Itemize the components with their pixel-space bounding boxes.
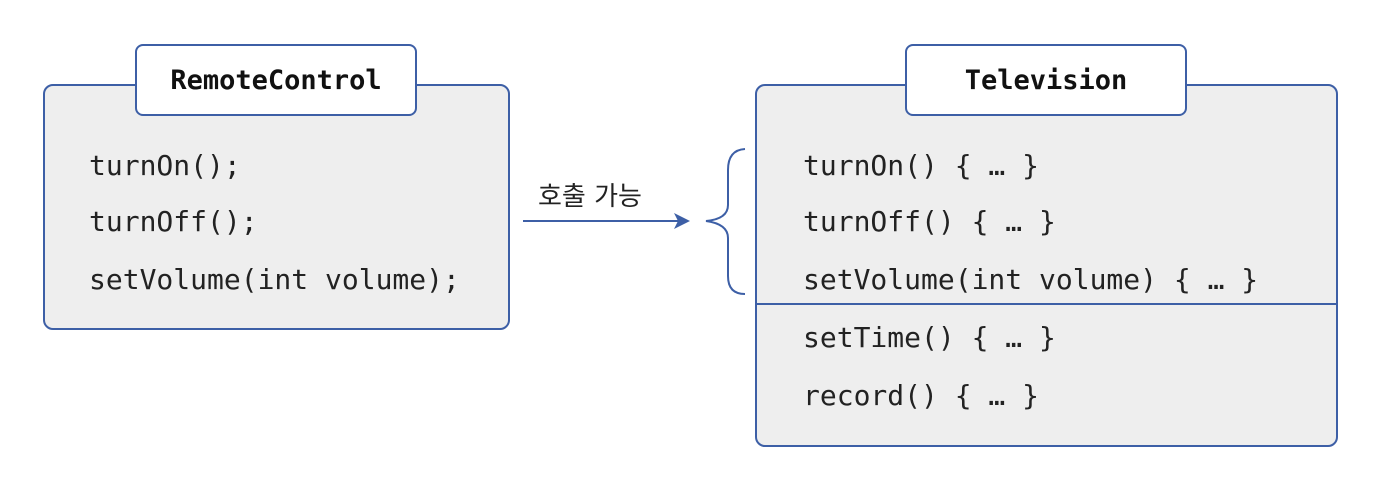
tv-method-turn-off: turnOff() { … } <box>803 205 1056 238</box>
arrow-head <box>674 213 690 229</box>
remote-method-turn-off: turnOff(); <box>89 205 258 238</box>
remote-control-title: RemoteControl <box>135 44 417 116</box>
curly-brace <box>705 148 746 295</box>
television-box: turnOn() { … } turnOff() { … } setVolume… <box>755 84 1338 447</box>
remote-method-set-volume: setVolume(int volume); <box>89 263 460 296</box>
remote-control-box: turnOn(); turnOff(); setVolume(int volum… <box>43 84 510 330</box>
tv-method-turn-on: turnOn() { … } <box>803 149 1040 182</box>
remote-method-turn-on: turnOn(); <box>89 149 241 182</box>
method-divider <box>757 303 1336 305</box>
arrow-label: 호출 가능 <box>538 182 642 212</box>
tv-method-set-time: setTime() { … } <box>803 321 1056 354</box>
tv-method-record: record() { … } <box>803 379 1040 412</box>
tv-method-set-volume: setVolume(int volume) { … } <box>803 263 1259 296</box>
television-title: Television <box>905 44 1187 116</box>
